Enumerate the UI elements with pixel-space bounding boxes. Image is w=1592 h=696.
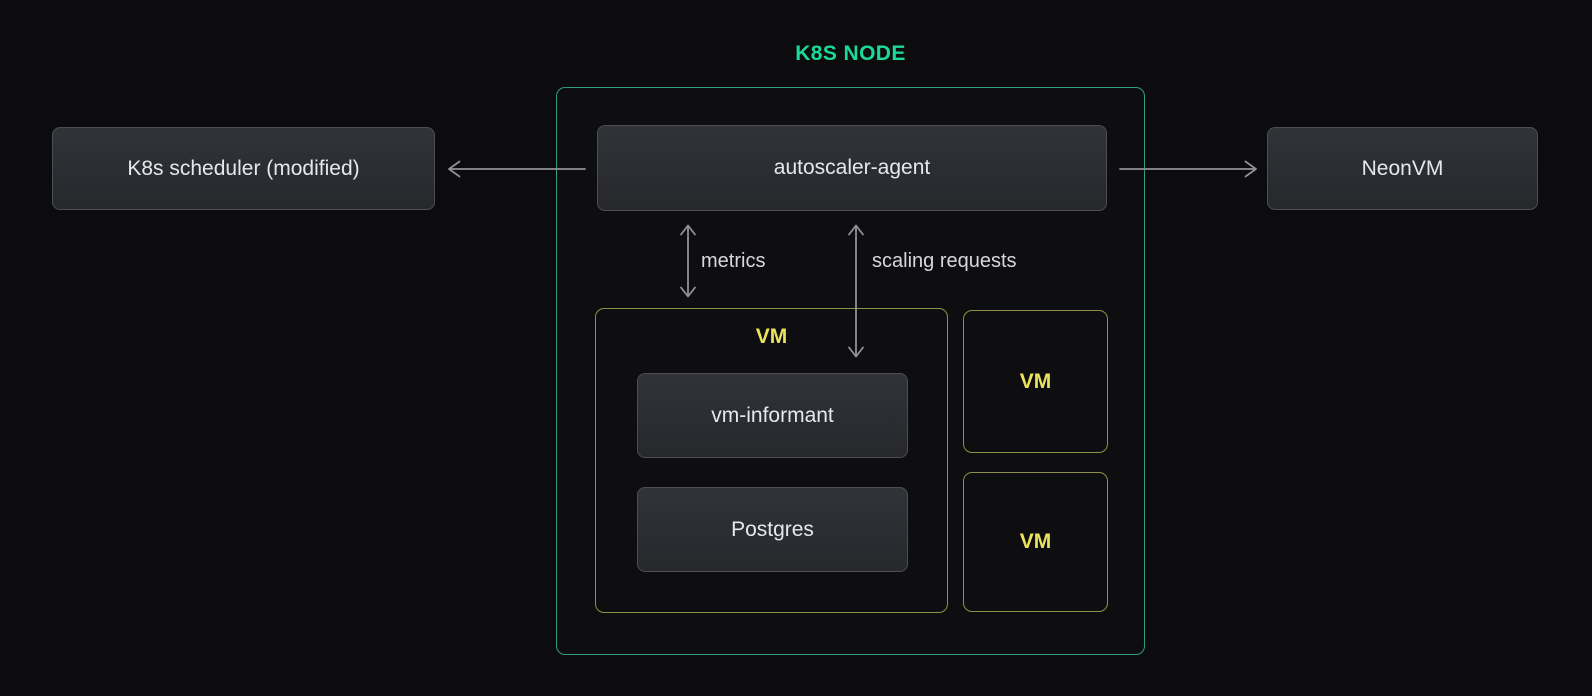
node-k8s-scheduler-label: K8s scheduler (modified) <box>127 156 360 180</box>
vm-small-box-top: VM <box>963 310 1108 453</box>
node-vm-informant: vm-informant <box>637 373 908 458</box>
k8s-node-title: K8S NODE <box>795 42 906 65</box>
scaling-requests-edge-label: scaling requests <box>872 250 1017 272</box>
vm-small-box-top-label: VM <box>1019 369 1052 393</box>
node-neonvm: NeonVM <box>1267 127 1538 210</box>
node-vm-informant-label: vm-informant <box>711 403 834 427</box>
node-neonvm-label: NeonVM <box>1361 156 1444 180</box>
metrics-edge-label: metrics <box>701 250 766 272</box>
vm-main-container-label: VM <box>755 325 788 348</box>
vm-main-container: VM <box>595 308 948 613</box>
node-k8s-scheduler: K8s scheduler (modified) <box>52 127 435 210</box>
node-postgres-label: Postgres <box>731 517 814 541</box>
node-autoscaler-agent-label: autoscaler-agent <box>773 156 931 179</box>
vm-small-box-bottom-label: VM <box>1019 530 1052 553</box>
vm-small-box-bottom: VM <box>963 472 1108 612</box>
k8s-node-container <box>556 87 1145 655</box>
node-postgres: Postgres <box>637 487 908 572</box>
node-autoscaler-agent: autoscaler-agent <box>597 125 1107 211</box>
